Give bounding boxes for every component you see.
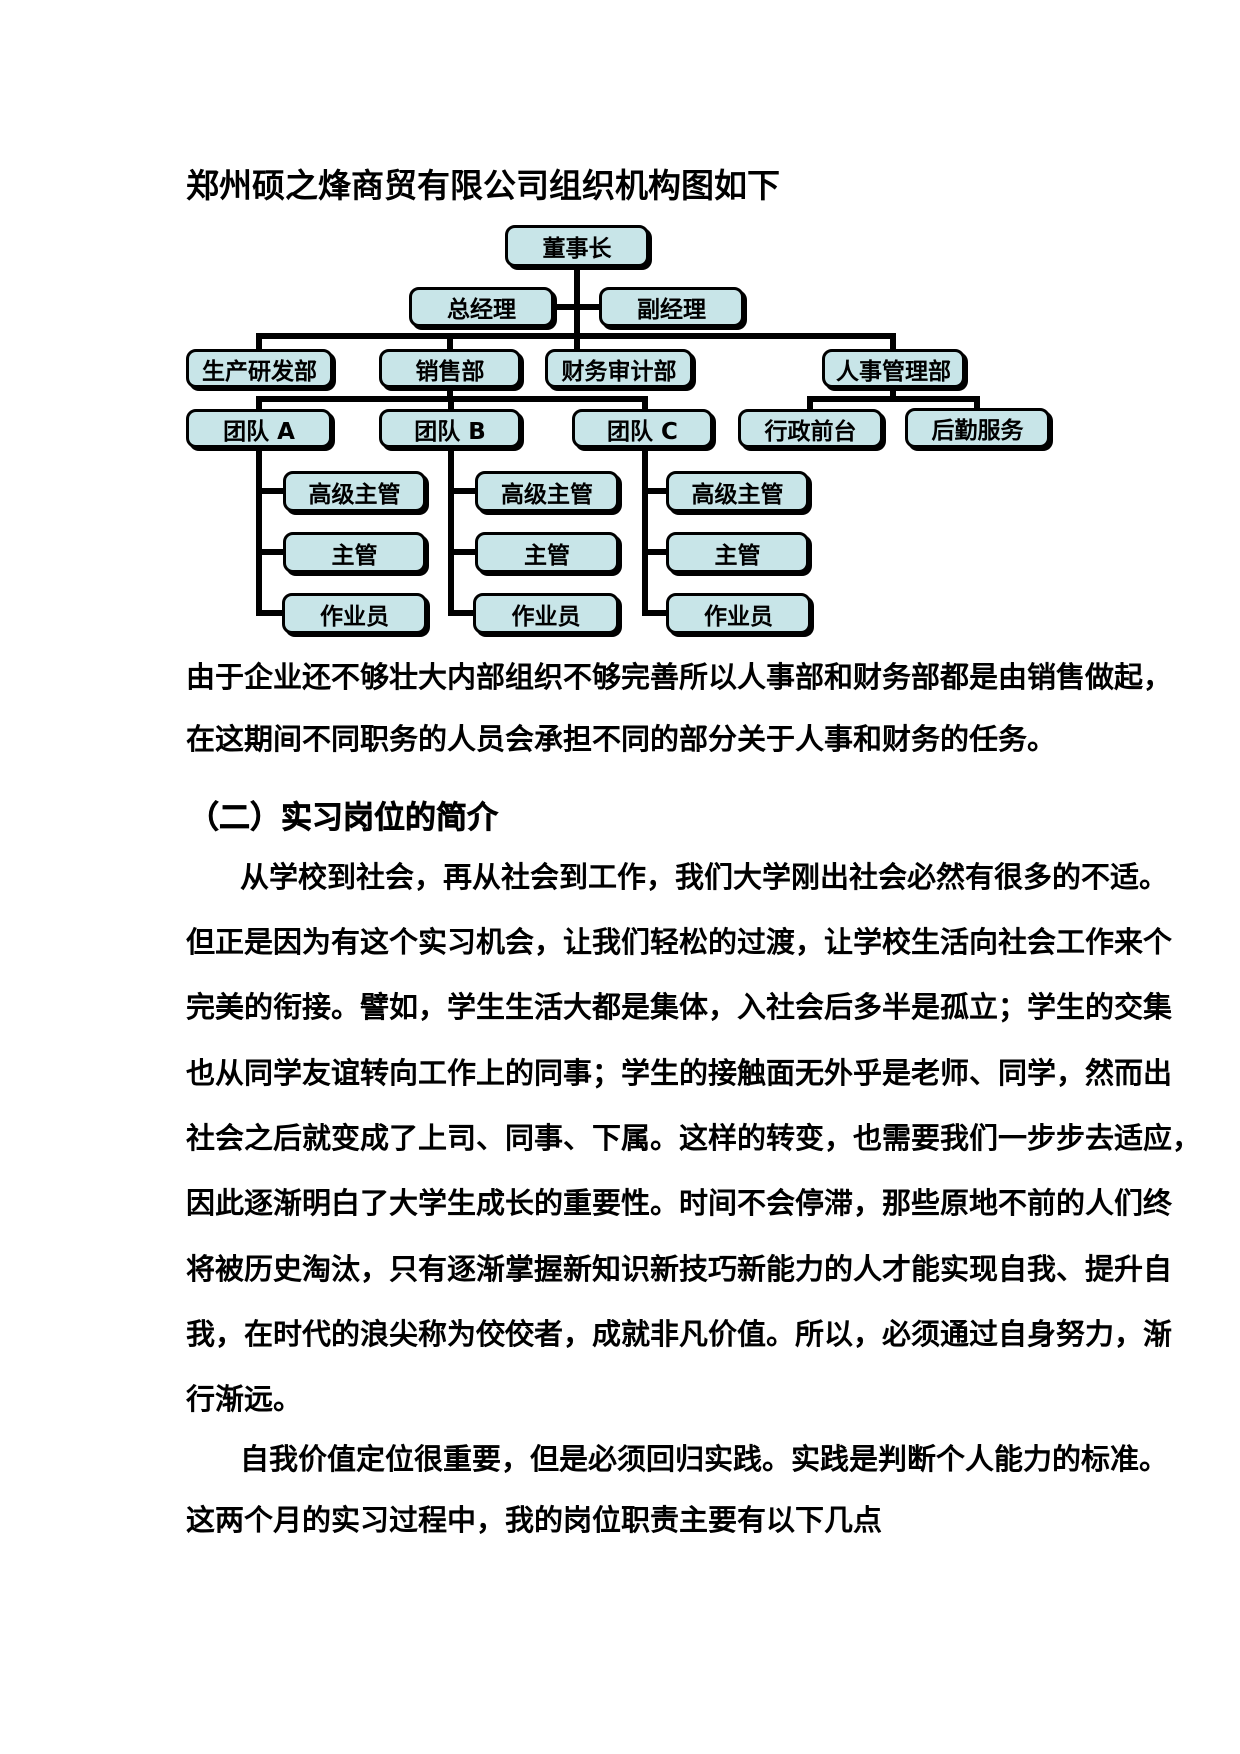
connector-line (974, 396, 980, 409)
org-node-supervisor-b: 主管 (475, 532, 619, 573)
org-node-admin-front-desk: 行政前台 (738, 409, 883, 448)
section-heading: （二）实习岗位的简介 (188, 800, 499, 837)
paragraph-line: 因此逐渐明白了大学生成长的重要性。时间不会停滞，那些原地不前的人们终 (186, 1186, 1173, 1220)
connector-line (448, 549, 475, 555)
connector-line (807, 396, 813, 409)
org-node-production-rd: 生产研发部 (186, 349, 333, 388)
connector-line (256, 333, 262, 349)
paragraph-line: 完美的衔接。譬如，学生生活大都是集体，入社会后多半是孤立；学生的交集 (186, 990, 1173, 1024)
org-node-senior-supervisor-a: 高级主管 (283, 471, 426, 512)
connector-line (552, 304, 601, 310)
connector-line (448, 610, 475, 616)
connector-line (448, 396, 454, 409)
connector-line (890, 333, 896, 349)
connector-line (256, 549, 283, 555)
org-node-logistics-service: 后勤服务 (905, 408, 1050, 448)
paragraph-line: 将被历史淘汰，只有逐渐掌握新知识新技巧新能力的人才能实现自我、提升自 (186, 1252, 1173, 1286)
connector-line (256, 610, 283, 616)
connector-line (890, 387, 896, 402)
org-node-hr-management: 人事管理部 (822, 349, 965, 388)
connector-line (256, 448, 262, 616)
paragraph-line: 也从同学友谊转向工作上的同事；学生的接触面无外乎是老师、同学，然而出 (186, 1056, 1173, 1090)
org-node-operator-b: 作业员 (473, 593, 619, 634)
org-node-team-c: 团队 C (572, 409, 713, 448)
org-node-chairman: 董事长 (505, 225, 649, 267)
connector-line (256, 488, 283, 494)
org-node-finance-audit: 财务审计部 (545, 349, 693, 388)
org-node-senior-supervisor-b: 高级主管 (475, 471, 619, 512)
org-node-operator-c: 作业员 (666, 593, 811, 634)
paragraph-line: 行渐远。 (186, 1382, 303, 1416)
connector-line (642, 447, 648, 616)
org-node-supervisor-c: 主管 (666, 532, 809, 573)
paragraph-line: 但正是因为有这个实习机会，让我们轻松的过渡，让学校生活向社会工作来个 (186, 925, 1173, 959)
connector-line (448, 448, 454, 616)
connector-line (448, 488, 475, 494)
org-node-general-manager: 总经理 (409, 287, 554, 327)
connector-line (642, 549, 669, 555)
paragraph-line: 从学校到社会，再从社会到工作，我们大学刚出社会必然有很多的不适。 (240, 860, 1169, 894)
paragraph-line: 社会之后就变成了上司、同事、下属。这样的转变，也需要我们一步步去适应， (186, 1121, 1202, 1155)
connector-line (642, 396, 648, 409)
org-node-operator-a: 作业员 (282, 593, 427, 634)
org-node-sales: 销售部 (379, 349, 521, 388)
paragraph-line: 这两个月的实习过程中，我的岗位职责主要有以下几点 (186, 1503, 883, 1537)
connector-line (447, 388, 453, 402)
paragraph-line: 由于企业还不够壮大内部组织不够完善所以人事部和财务部都是由销售做起， (186, 660, 1173, 694)
connector-line (256, 333, 896, 339)
org-chart-title: 郑州硕之烽商贸有限公司组织机构图如下 (186, 166, 780, 205)
connector-line (256, 396, 262, 409)
connector-line (642, 488, 669, 494)
connector-line (642, 610, 669, 616)
paragraph-line: 自我价值定位很重要，但是必须回归实践。实践是判断个人能力的标准。 (240, 1442, 1169, 1476)
org-node-deputy-manager: 副经理 (599, 287, 744, 327)
org-node-team-a: 团队 A (186, 409, 332, 448)
org-node-senior-supervisor-c: 高级主管 (666, 471, 809, 512)
paragraph-line: 我，在时代的浪尖称为佼佼者，成就非凡价值。所以，必须通过自身努力，渐 (186, 1317, 1173, 1351)
paragraph-line: 在这期间不同职务的人员会承担不同的部分关于人事和财务的任务。 (186, 722, 1057, 756)
connector-line (447, 333, 453, 349)
org-node-team-b: 团队 B (379, 409, 521, 448)
connector-line (807, 396, 980, 402)
org-node-supervisor-a: 主管 (283, 532, 426, 573)
